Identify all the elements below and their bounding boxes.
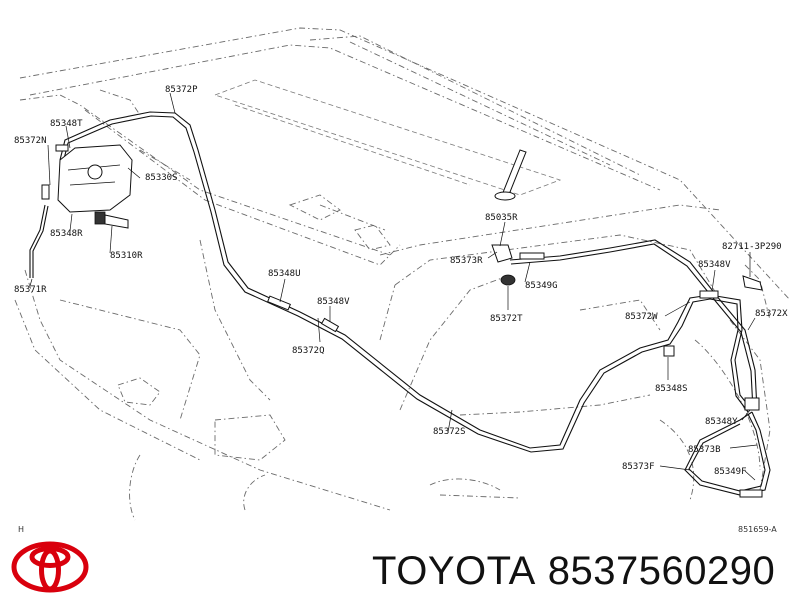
part-label: 85349G: [525, 281, 558, 291]
washer-hose-roof: [509, 239, 758, 411]
part-label: 85348Y: [705, 417, 738, 427]
part-label: 85372N: [14, 136, 47, 146]
diagram-reference-code: 851659-A: [738, 525, 777, 534]
part-label: 85372S: [433, 427, 466, 437]
part-label: 85372T: [490, 314, 523, 324]
part-label: 85348U: [268, 269, 301, 279]
part-label: 85035R: [485, 213, 518, 223]
part-label: 85373B: [688, 445, 721, 455]
part-number: 8537560290: [547, 549, 776, 593]
washer-hose-main: [59, 111, 753, 453]
brand-name: TOYOTA: [372, 549, 536, 593]
part-label-group: 85372P 85348T 85372N 85330S 85348R 85310…: [14, 85, 788, 477]
part-label: 85372W: [625, 312, 658, 322]
corner-mark-left: H: [18, 525, 24, 534]
washer-tank: [57, 144, 133, 213]
part-label: 85330S: [145, 173, 178, 183]
part-label: 85348T: [50, 119, 83, 129]
part-label: 85348R: [50, 229, 83, 239]
part-label: 85371R: [14, 285, 47, 295]
washer-pump: [94, 211, 129, 229]
part-label: 85372P: [165, 85, 198, 95]
part-label: 85310R: [110, 251, 143, 261]
part-label: 85372Q: [292, 346, 325, 356]
part-label: 85372X: [755, 309, 788, 319]
part-label: 82711-3P290: [722, 242, 782, 252]
front-nozzle-hose: [29, 144, 69, 278]
part-label: 85373F: [622, 462, 655, 472]
antenna: [494, 149, 527, 201]
part-label: 85348V: [698, 260, 731, 270]
vehicle-body-outline: [14, 27, 791, 521]
part-label: 85349F: [714, 467, 747, 477]
hose-joints: [267, 244, 763, 498]
toyota-logo-icon: [11, 541, 89, 593]
part-label: 85348S: [655, 384, 688, 394]
leader-lines: [29, 92, 758, 481]
part-label: 85373R: [450, 256, 483, 266]
part-label: 85348V: [317, 297, 350, 307]
